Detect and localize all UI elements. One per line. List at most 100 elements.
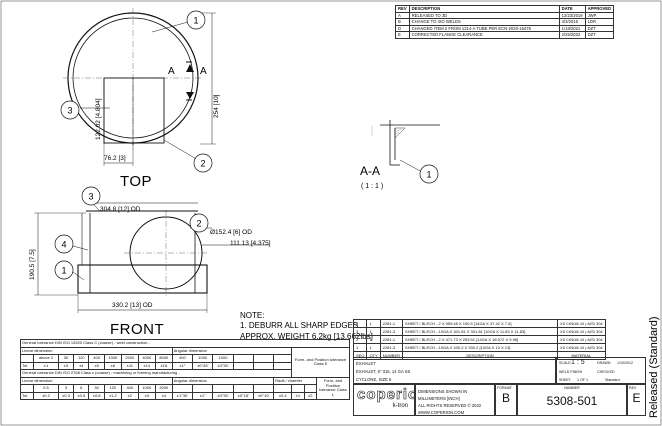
tol-cell: 3 — [57, 384, 75, 393]
tol-cell: ±0.5 — [73, 391, 90, 400]
drawn-label: DRAWN — [597, 361, 611, 365]
top-view: A A 254 [10] 122.02 [4.804] 76.2 [3] 1 3… — [60, 8, 220, 190]
tol-cell: ±2 — [120, 391, 139, 400]
tol-cell: ±0°30' — [212, 361, 234, 370]
revision-cell: E — [395, 31, 410, 39]
tolerance-table: General tolerance DIN ISO 13920 Class C … — [19, 339, 350, 400]
bom-header-material: MATERIAL — [557, 351, 606, 360]
bom-cell: 1 — [366, 327, 381, 336]
revision-cell: DZT — [584, 31, 615, 39]
tol-cell: 120 — [103, 384, 122, 393]
format-value: B — [501, 391, 510, 405]
number-label: NUMBER — [564, 386, 580, 390]
front-bottom-od-dim: 330.2 [13] OD — [112, 302, 153, 309]
tol-cell: ±0.4 — [273, 391, 293, 400]
tol-cell: 400 — [120, 384, 139, 393]
tol-cell: ±0°45' — [192, 361, 214, 370]
top-pipe-outlet — [103, 77, 165, 144]
format-label: FORMAT — [497, 386, 512, 390]
revision-cell: LDR — [584, 18, 615, 26]
svg-text:2: 2 — [196, 219, 201, 229]
checked-label: CHECKED — [597, 370, 615, 374]
top-width-dim: 76.2 [3] — [104, 155, 126, 162]
tol-m-linear-hdr: Linear dimension — [20, 376, 173, 385]
rev-cell: REV E — [627, 384, 646, 416]
tol-cell: 2000 — [154, 384, 173, 393]
bom-header-description: DESCRIPTION — [402, 351, 559, 360]
tol-cell — [252, 354, 275, 363]
bom-cell: 1 — [352, 343, 368, 352]
tol-cell: ±0.3 — [57, 391, 75, 400]
tol-cell — [232, 361, 254, 370]
tolerance-block: General tolerance DIN ISO 13920 Class C … — [19, 339, 350, 400]
bom-cell: 4 — [352, 319, 368, 328]
tol-row-label: Tol. — [19, 391, 35, 400]
balloon-2-front — [189, 213, 209, 233]
bom-header-number: NUMBER — [379, 351, 404, 360]
tol-cell: 1000 — [103, 354, 122, 363]
balloon-1-top — [186, 10, 206, 30]
tol-cell — [192, 384, 214, 393]
scale-label: SCALE — [559, 361, 571, 365]
tol-angular-hdr: Angular dimension — [171, 346, 293, 355]
bom-header-seq: SEQ — [352, 351, 368, 360]
bom-cell: X5 CrNi18-10 | AISI 304 — [557, 343, 606, 352]
company-logo: coperion k-tron — [353, 384, 415, 416]
tol-cell: ±18 — [154, 361, 173, 370]
front-view-label: FRONT — [110, 321, 164, 338]
revision-cell: 1/18/2021 — [558, 24, 586, 33]
tol-cell: ±1 — [33, 361, 59, 370]
note-heading: NOTE: — [240, 311, 264, 320]
tol-cell — [212, 384, 234, 393]
balloon-4-front — [54, 234, 74, 254]
tol-cell: ±0.2 — [33, 391, 59, 400]
sheet-value: 1 OF 1 — [577, 378, 588, 382]
tol-cell: 8000 — [154, 354, 173, 363]
title-cell: EXHAUST EXHAUST, 6" 316, 14 GA SS CYCLON… — [353, 357, 556, 384]
svg-text:3: 3 — [67, 106, 72, 116]
revision-cell: B — [395, 18, 410, 26]
revision-cell: 12/23/2019 — [558, 11, 586, 20]
company-name: coperion — [357, 386, 414, 404]
number-cell: NUMBER 5308-501 — [517, 384, 627, 416]
section-scale: ( 1 : 1 ) — [361, 183, 383, 190]
title-line-2: EXHAUST, 6" 316, 14 GA SS — [356, 369, 411, 374]
tol-cell: ±3 — [57, 361, 75, 370]
balloon-1-front — [54, 260, 74, 280]
revision-cell: 4/3/2015 — [558, 18, 586, 26]
tol-cell: ±0°30' — [212, 391, 234, 400]
tol-cell: ±0°15' — [232, 391, 254, 400]
front-pipe-od-dim: Ø152.4 [6] OD — [210, 229, 252, 236]
tol-cell: ±1°30' — [171, 391, 194, 400]
bom-cell: 2281-1 — [379, 319, 404, 328]
bom-cell: SHEET / BLECH - 2 X 959.48 X 190.5 [14GA… — [402, 319, 559, 328]
tol-cell: ±8 — [103, 361, 122, 370]
svg-text:4: 4 — [61, 240, 66, 250]
release-status: Released (Standard) — [648, 316, 660, 418]
tol-linear-hdr: Linear dimension — [20, 346, 173, 355]
note-line-1: 1. DEBURR ALL SHARP EDGES. — [240, 321, 361, 330]
title-line-3: CYCLONE, SIZE 5 — [356, 377, 392, 382]
rev-header-date: DATE — [558, 5, 586, 13]
svg-text:1: 1 — [61, 266, 66, 276]
tol-cell: 1000 — [212, 354, 234, 363]
bom-cell: 1 — [366, 343, 381, 352]
scale-value: 1 : 5 — [571, 359, 585, 366]
front-height-dim: 190.5 [7.5] — [29, 249, 36, 280]
drawing-number: 5308-501 — [546, 394, 598, 408]
tol-cell — [273, 361, 293, 370]
tol-cell: ±14 — [137, 361, 156, 370]
tol-cell: ±1.2 — [103, 391, 122, 400]
tol-cell: ±2 — [303, 391, 318, 400]
tol-cell: ±0.8 — [88, 391, 105, 400]
bom-cell: 2281-3 — [379, 327, 404, 336]
bom-cell: 2281-3 — [379, 343, 404, 352]
tol-cell: 4000 — [137, 354, 156, 363]
tol-cell: 1000 — [137, 384, 156, 393]
balloon-3-front — [81, 186, 101, 206]
